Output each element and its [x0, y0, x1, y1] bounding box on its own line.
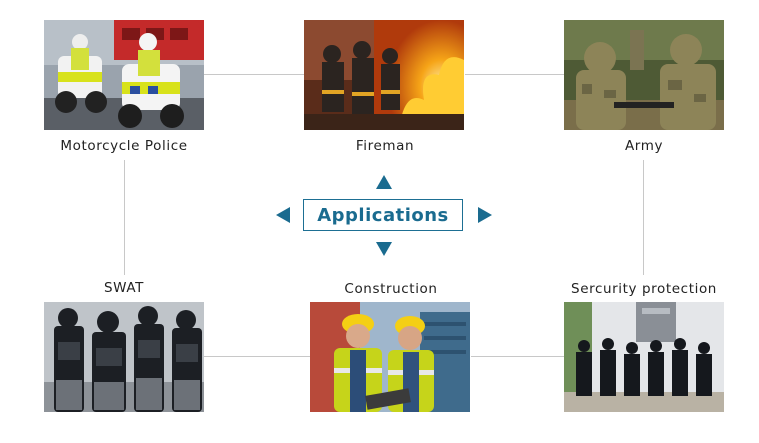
node-label-security: Sercurity protection — [571, 281, 717, 297]
arrow-left-icon — [276, 207, 290, 223]
connector-line — [124, 160, 125, 275]
security-protection-photo — [564, 302, 724, 412]
connector-line — [465, 74, 564, 75]
node-label-motorcycle-police: Motorcycle Police — [60, 138, 188, 154]
arrow-right-icon — [478, 207, 492, 223]
fireman-photo — [304, 20, 464, 130]
node-label-swat: SWAT — [103, 280, 145, 296]
node-label-army: Army — [624, 138, 664, 154]
applications-label: Applications — [317, 204, 449, 226]
connector-line — [204, 74, 304, 75]
swat-photo — [44, 302, 204, 412]
connector-line — [643, 160, 644, 275]
arrow-up-icon — [376, 175, 392, 189]
node-label-fireman: Fireman — [355, 138, 415, 154]
node-label-construction: Construction — [344, 281, 438, 297]
arrow-down-icon — [376, 242, 392, 256]
applications-box: Applications — [303, 199, 463, 231]
army-photo — [564, 20, 724, 130]
connector-line — [471, 356, 564, 357]
connector-line — [204, 356, 310, 357]
motorcycle-police-photo — [44, 20, 204, 130]
construction-photo — [310, 302, 470, 412]
